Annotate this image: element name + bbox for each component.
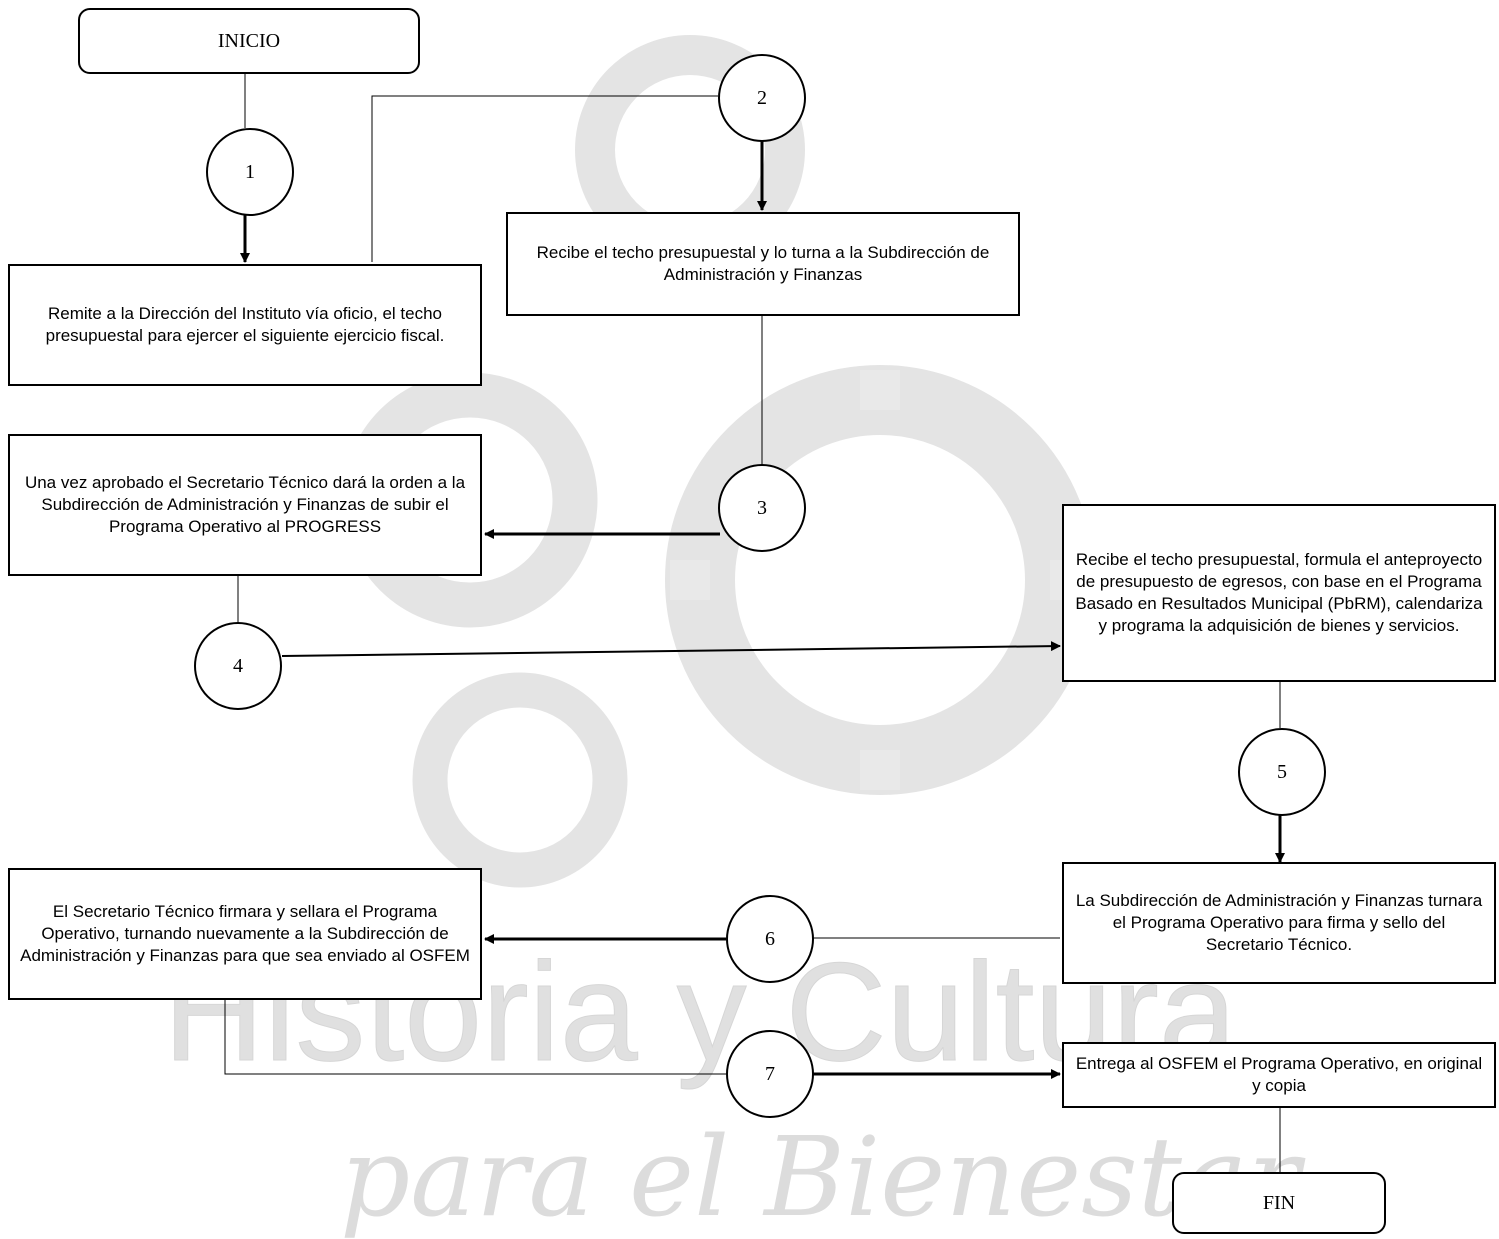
step-2-number: 2 bbox=[757, 86, 767, 109]
step-7-box: Entrega al OSFEM el Programa Operativo, … bbox=[1062, 1042, 1496, 1108]
step-4-box: Recibe el techo presupuestal, formula el… bbox=[1062, 504, 1496, 682]
connector-step1-2 bbox=[371, 95, 718, 262]
watermark-text-line2: para el Bienestar bbox=[340, 1113, 1307, 1239]
step-4-text: Recibe el techo presupuestal, formula el… bbox=[1075, 550, 1483, 635]
step-7-text: Entrega al OSFEM el Programa Operativo, … bbox=[1075, 1054, 1483, 1095]
step-6-box: El Secretario Técnico firmara y sellara … bbox=[8, 868, 482, 1000]
end-label: FIN bbox=[1262, 1191, 1296, 1214]
step-6-circle: 6 bbox=[726, 895, 814, 983]
step-2-text: Recibe el techo presupuestal y lo turna … bbox=[536, 243, 990, 284]
step-3-number: 3 bbox=[757, 496, 767, 519]
step-3-box: Una vez aprobado el Secretario Técnico d… bbox=[8, 434, 482, 576]
step-2-box: Recibe el techo presupuestal y lo turna … bbox=[506, 212, 1020, 316]
step-4-circle: 4 bbox=[194, 622, 282, 710]
step-6-text: El Secretario Técnico firmara y sellara … bbox=[20, 902, 470, 965]
step-5-box: La Subdirección de Administración y Fina… bbox=[1062, 862, 1496, 984]
step-7-circle: 7 bbox=[726, 1030, 814, 1118]
step-7-number: 7 bbox=[765, 1062, 775, 1085]
end-terminal: FIN bbox=[1172, 1172, 1386, 1234]
step-1-circle: 1 bbox=[206, 128, 294, 216]
step-2-circle: 2 bbox=[718, 54, 806, 142]
step-5-text: La Subdirección de Administración y Fina… bbox=[1075, 891, 1483, 954]
step-5-circle: 5 bbox=[1238, 728, 1326, 816]
step-3-circle: 3 bbox=[718, 464, 806, 552]
watermark-gear-small-3 bbox=[412, 672, 628, 888]
step-1-box: Remite a la Dirección del Instituto vía … bbox=[8, 264, 482, 386]
step-6-number: 6 bbox=[765, 927, 775, 950]
step-1-number: 1 bbox=[245, 160, 255, 183]
start-label: INICIO bbox=[217, 29, 281, 52]
connector-step6-7 bbox=[224, 1000, 726, 1075]
step-1-text: Remite a la Dirección del Instituto vía … bbox=[45, 304, 445, 345]
step-4-number: 4 bbox=[233, 654, 243, 677]
step-3-text: Una vez aprobado el Secretario Técnico d… bbox=[24, 473, 466, 536]
arrow-4-step4 bbox=[281, 641, 1061, 657]
start-terminal: INICIO bbox=[78, 8, 420, 74]
step-5-number: 5 bbox=[1277, 760, 1287, 783]
